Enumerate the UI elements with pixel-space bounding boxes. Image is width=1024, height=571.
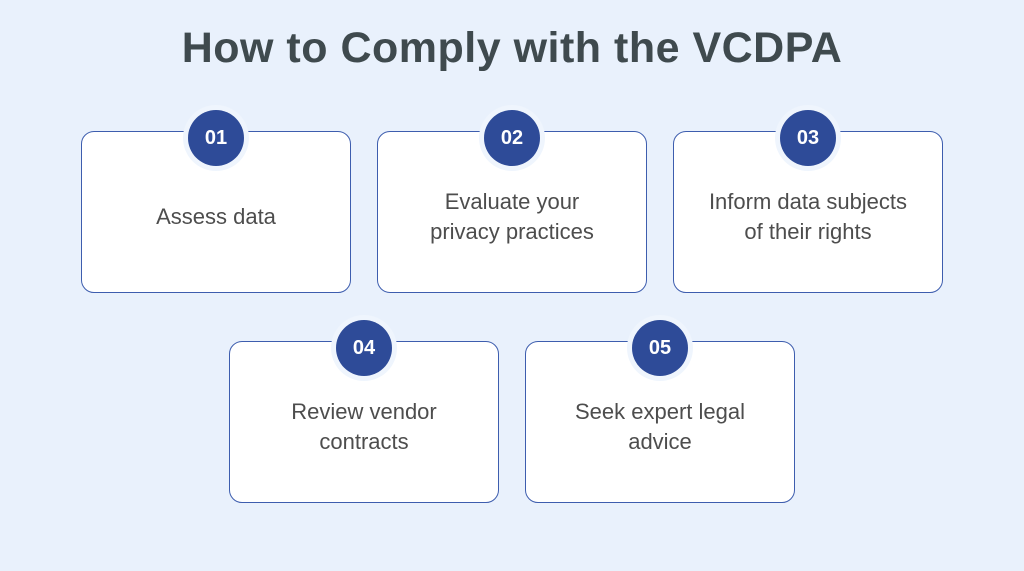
step-label: Inform data subjects of their rights bbox=[708, 189, 908, 244]
steps-row-2: 04 Review vendor contracts 05 Seek exper… bbox=[0, 320, 1024, 503]
step-card-2: 02 Evaluate your privacy practices bbox=[377, 110, 647, 293]
step-number-badge-5: 05 bbox=[632, 320, 688, 376]
step-card-3: 03 Inform data subjects of their rights bbox=[673, 110, 943, 293]
step-card-1: 01 Assess data bbox=[81, 110, 351, 293]
step-number-badge-3: 03 bbox=[780, 110, 836, 166]
step-number: 01 bbox=[204, 126, 228, 149]
step-card-5: 05 Seek expert legal advice bbox=[525, 320, 795, 503]
page-title: How to Comply with the VCDPA bbox=[181, 24, 843, 72]
step-number: 05 bbox=[648, 336, 672, 359]
step-label: Assess data bbox=[156, 204, 276, 229]
step-number: 04 bbox=[352, 336, 376, 359]
step-number-badge-4: 04 bbox=[336, 320, 392, 376]
steps-row-1: 01 Assess data 02 Evaluate your privacy … bbox=[0, 110, 1024, 293]
step-number-badge-1: 01 bbox=[188, 110, 244, 166]
step-label: Evaluate your privacy practices bbox=[430, 189, 594, 244]
step-label: Seek expert legal advice bbox=[575, 399, 745, 454]
step-label: Review vendor contracts bbox=[291, 399, 437, 454]
step-number: 03 bbox=[796, 126, 820, 149]
step-card-4: 04 Review vendor contracts bbox=[229, 320, 499, 503]
step-number-badge-2: 02 bbox=[484, 110, 540, 166]
step-number: 02 bbox=[500, 126, 524, 149]
